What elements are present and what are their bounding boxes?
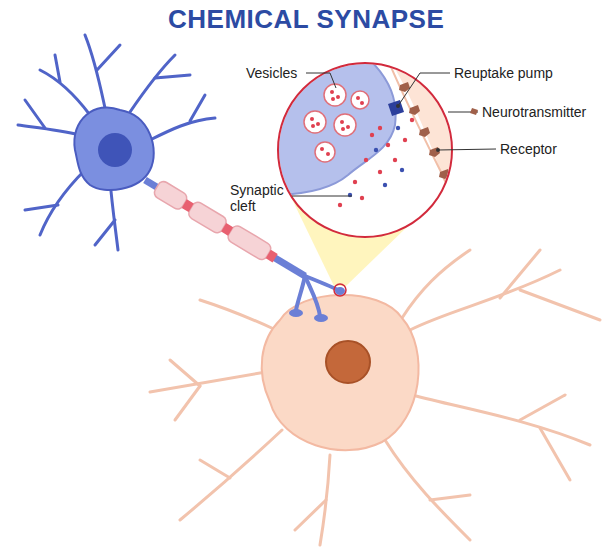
part-label: Neurotransmitter <box>482 104 586 120</box>
presynaptic-soma <box>74 107 153 190</box>
part-label: Receptor <box>500 141 557 157</box>
neurotransmitter-icon <box>470 108 478 115</box>
leader-dots <box>396 104 440 152</box>
reuptake-pump <box>388 100 404 116</box>
part-label: Synaptic cleft <box>230 182 290 214</box>
zoom-circle <box>278 63 452 237</box>
nucleus <box>326 341 370 383</box>
part-label-text: Synaptic cleft <box>230 182 284 214</box>
pink-dendrites <box>150 250 600 545</box>
part-label-text: Vesicles <box>246 65 297 81</box>
axon-terminal <box>296 276 338 316</box>
part-label-text: Receptor <box>500 141 557 157</box>
diagram-title: CHEMICAL SYNAPSE <box>168 4 444 35</box>
terminal-bulb <box>314 314 328 322</box>
terminal-bulb <box>335 287 345 295</box>
part-label: Reuptake pump <box>454 65 553 81</box>
diagram-title-text: CHEMICAL SYNAPSE <box>168 4 444 34</box>
part-label-text: Reuptake pump <box>454 65 553 81</box>
part-label-text: Neurotransmitter <box>482 104 586 120</box>
axon <box>145 180 305 276</box>
terminal-bulb <box>289 309 303 317</box>
blue-nucleus <box>98 133 132 167</box>
blue-dendrites <box>18 35 215 250</box>
postsynaptic-soma <box>262 295 419 450</box>
zoom-content <box>270 60 470 250</box>
part-label: Vesicles <box>246 65 297 81</box>
zoom-spot <box>334 284 346 296</box>
leader-lines <box>292 73 496 196</box>
